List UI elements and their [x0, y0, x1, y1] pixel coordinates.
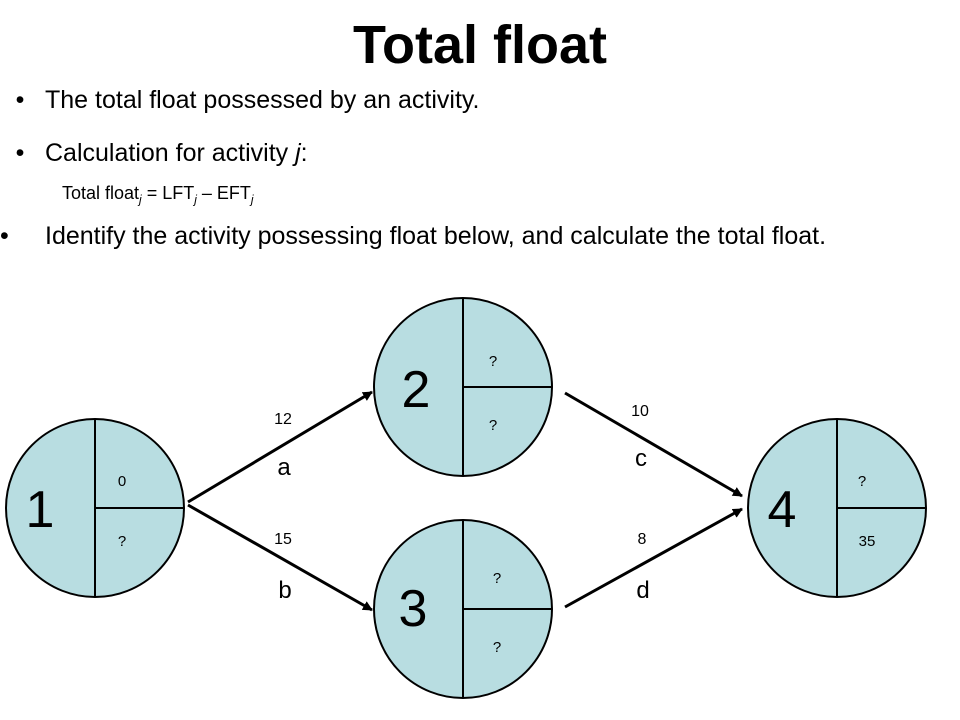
bullet-identify-task: • Identify the activity possessing float…	[0, 220, 915, 253]
activity-label-a: a	[277, 454, 291, 481]
slide-title: Total float	[353, 15, 607, 75]
bullet-marker: •	[0, 222, 9, 250]
activity-label-b: b	[278, 577, 291, 604]
duration-a: 12	[274, 411, 292, 428]
node-number: 2	[402, 361, 431, 419]
node-top-value: 0	[118, 473, 126, 490]
node-number: 1	[26, 481, 55, 539]
formula-sub-j: j	[139, 192, 142, 207]
bullet-total-float-definition: • The total float possessed by an activi…	[16, 84, 915, 117]
formula-total-float: Total floatj = LFTj – EFTj	[62, 180, 254, 213]
activity-label-c: c	[635, 445, 647, 472]
arrow-activity-a	[187, 390, 373, 504]
bullet-text-italic: j	[295, 139, 301, 167]
bullet-text: Identify the activity possessing float b…	[45, 222, 827, 250]
node-bottom-value: ?	[493, 639, 501, 656]
duration-c: 10	[631, 403, 649, 420]
arrow-activity-c	[564, 391, 743, 498]
node-top-value: ?	[858, 473, 866, 490]
node-top-value: ?	[493, 570, 501, 587]
bullet-text-suffix: :	[300, 139, 308, 167]
node-bottom-value: ?	[118, 533, 126, 550]
bullet-marker: •	[15, 139, 25, 167]
activity-label-d: d	[636, 577, 649, 604]
formula-eft: – EFT	[196, 183, 251, 203]
node-2: 2 ? ?	[373, 297, 553, 477]
node-top-value: ?	[489, 353, 497, 370]
formula-sub-j: j	[250, 192, 254, 207]
bullet-marker: •	[15, 86, 25, 114]
formula-lhs: Total float	[62, 183, 140, 203]
bullet-text: The total float possessed by an activity…	[45, 86, 480, 114]
node-3: 3 ? ?	[373, 519, 553, 699]
node-number: 4	[768, 481, 797, 539]
bullet-calculation: • Calculation for activity j:	[16, 137, 915, 170]
node-1: 1 0 ?	[5, 418, 185, 598]
bullet-text-prefix: Calculation for activity	[45, 139, 296, 167]
formula-lft: = LFT	[141, 183, 195, 203]
arrow-activity-d	[564, 507, 743, 609]
formula-sub-j: j	[194, 192, 197, 207]
duration-b: 15	[274, 531, 292, 548]
node-number: 3	[399, 580, 428, 638]
node-bottom-value: 35	[859, 533, 876, 550]
arrow-activity-b	[187, 503, 373, 612]
node-bottom-value: ?	[489, 417, 497, 434]
duration-d: 8	[638, 531, 647, 548]
node-4: 4 ? 35	[747, 418, 927, 598]
